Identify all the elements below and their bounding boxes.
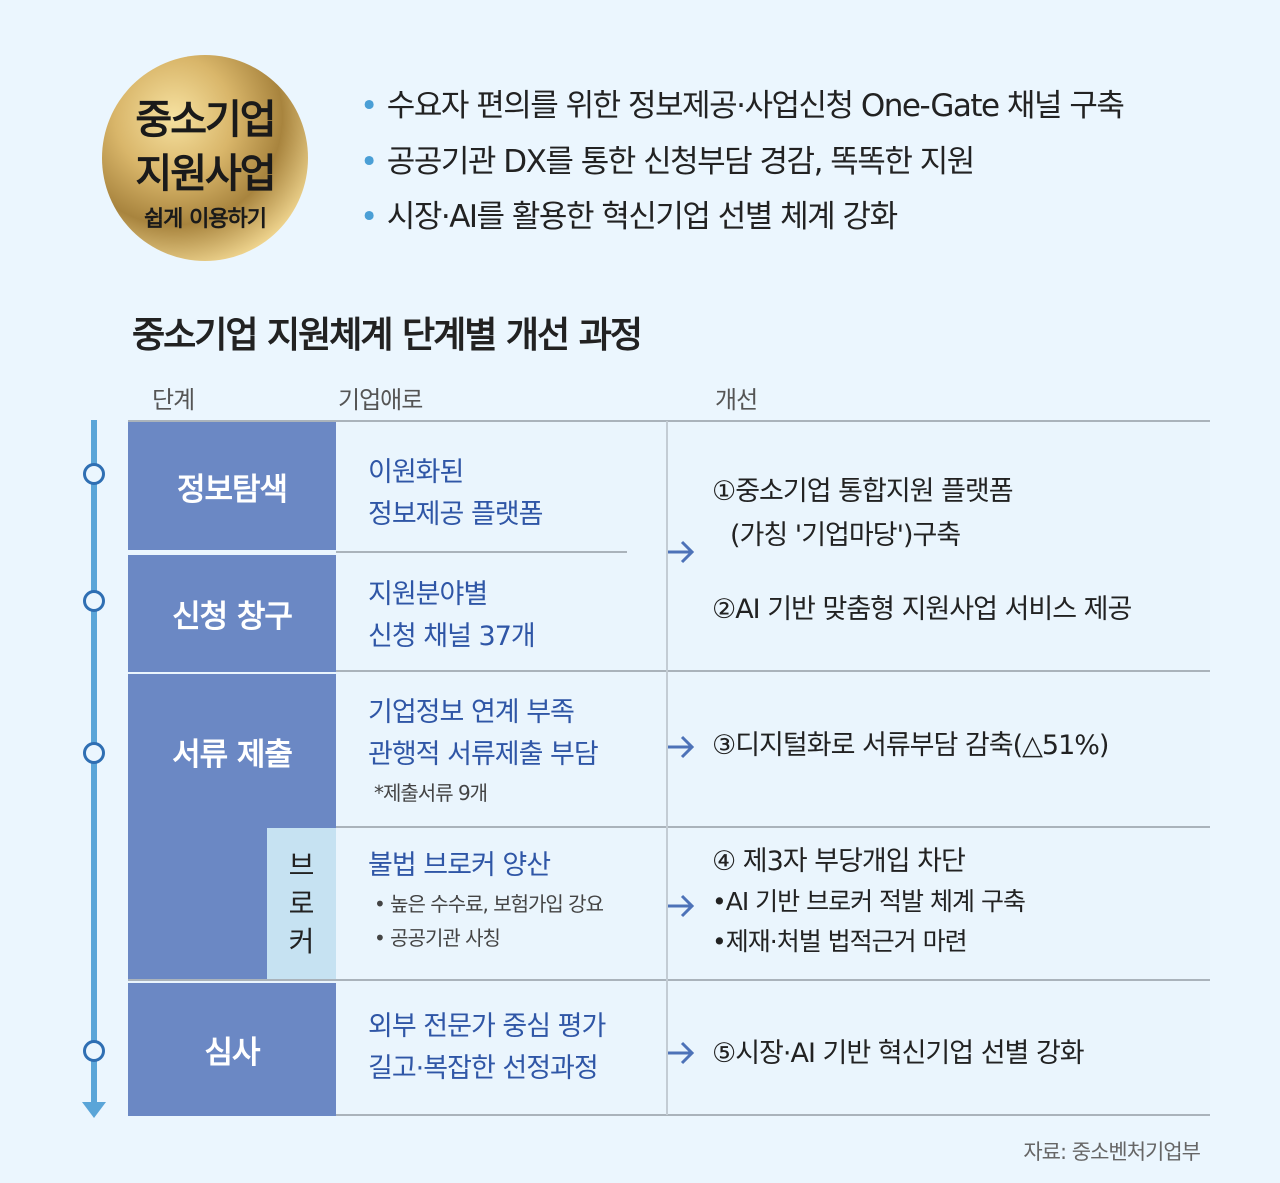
improvement-1: ①중소기업 통합지원 플랫폼(가칭 '기업마당')구축 bbox=[712, 476, 1014, 551]
badge-subtitle: 쉽게 이용하기 bbox=[143, 207, 267, 232]
divider bbox=[128, 1114, 1210, 1116]
stage-application: 신청 창구 bbox=[128, 553, 336, 672]
improvement-3: ③디지털화로 서류부담 감축(△51%) bbox=[712, 730, 1109, 761]
column-divider bbox=[666, 421, 668, 1115]
improvement-5: ⑤시장·AI 기반 혁신기업 선별 강화 bbox=[712, 1038, 1085, 1069]
section-title: 중소기업 지원체계 단계별 개선 과정 bbox=[132, 315, 643, 356]
header-problem: 기업애로 bbox=[338, 386, 423, 414]
source-note: 자료: 중소벤처기업부 bbox=[1023, 1140, 1201, 1164]
divider bbox=[336, 551, 627, 553]
timeline-node bbox=[83, 1040, 105, 1062]
arrow-right-icon bbox=[668, 894, 695, 918]
bullet-3: •시장·AI를 활용한 혁신기업 선별 체계 강화 bbox=[360, 199, 898, 235]
stage-documents-ext bbox=[128, 826, 267, 979]
arrow-right-icon bbox=[668, 1041, 695, 1065]
divider bbox=[128, 979, 1210, 981]
improvement-2: ②AI 기반 맞춤형 지원사업 서비스 제공 bbox=[712, 594, 1132, 625]
timeline-arrow-icon bbox=[82, 1102, 106, 1118]
table-body bbox=[336, 421, 1210, 1115]
arrow-right-icon bbox=[668, 540, 695, 564]
divider bbox=[128, 670, 1210, 672]
bullet-2: •공공기관 DX를 통한 신청부담 경감, 똑똑한 지원 bbox=[360, 144, 975, 180]
header-stage: 단계 bbox=[152, 386, 195, 414]
header-improve: 개선 bbox=[715, 386, 758, 414]
arrow-right-icon bbox=[668, 735, 695, 759]
stage-review: 심사 bbox=[128, 981, 336, 1116]
divider bbox=[267, 826, 1210, 828]
problem-4: 불법 브로커 양산• 높은 수수료, 보험가입 강요• 공공기관 사칭 bbox=[368, 850, 604, 950]
divider bbox=[128, 420, 1210, 422]
improvement-4: ④ 제3자 부당개입 차단•AI 기반 브로커 적발 체계 구축•제재·처벌 법… bbox=[712, 846, 1026, 956]
stage-info-search: 정보탐색 bbox=[128, 422, 336, 550]
stage-documents: 서류 제출 bbox=[128, 672, 336, 828]
timeline-node bbox=[83, 742, 105, 764]
bullet-1: •수요자 편의를 위한 정보제공·사업신청 One-Gate 채널 구축 bbox=[360, 88, 1125, 124]
timeline-node bbox=[83, 463, 105, 485]
timeline-node bbox=[83, 590, 105, 612]
